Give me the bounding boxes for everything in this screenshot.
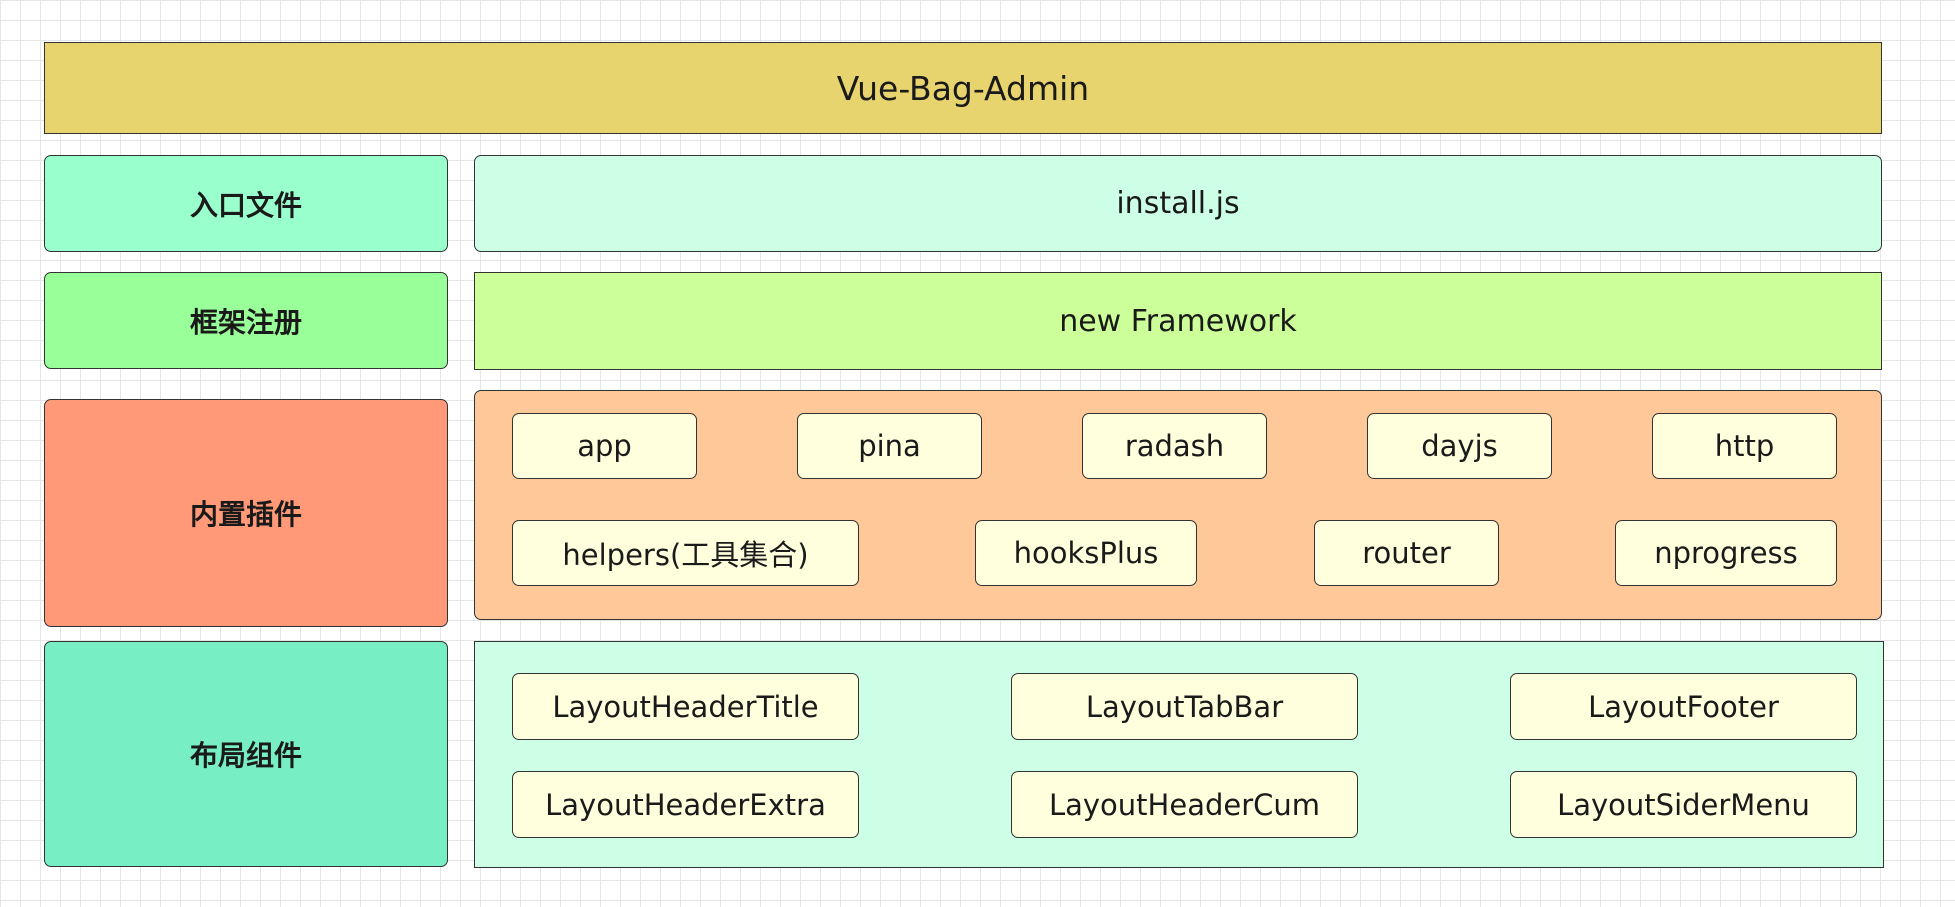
entry-label: 入口文件 [189,188,302,222]
layout-chip-footer: LayoutFooter [1510,673,1857,740]
plugins-label-box: 内置插件 [44,399,448,627]
plugin-chip-router: router [1314,520,1499,586]
plugin-chip-radash: radash [1082,413,1267,479]
plugin-chip-http: http [1652,413,1837,479]
layout-chip-header-extra: LayoutHeaderExtra [512,771,859,838]
plugin-chip-app: app [512,413,697,479]
layout-label: 布局组件 [189,739,302,772]
plugins-label: 内置插件 [189,498,302,531]
plugin-chip-nprogress: nprogress [1615,520,1837,586]
layout-chip-header-cum: LayoutHeaderCum [1011,771,1358,838]
framework-label: 框架注册 [189,305,302,339]
entry-content-box: install.js [474,155,1882,252]
entry-content: install.js [1116,186,1240,221]
framework-content: new Framework [1059,303,1297,339]
layout-label-box: 布局组件 [44,641,448,867]
layout-chip-tabbar: LayoutTabBar [1011,673,1358,740]
layout-chip-header-title: LayoutHeaderTitle [512,673,859,740]
plugin-chip-dayjs: dayjs [1367,413,1552,479]
entry-label-box: 入口文件 [44,155,448,252]
layout-chip-sider-menu: LayoutSiderMenu [1510,771,1857,838]
plugin-chip-pina: pina [797,413,982,479]
plugin-chip-hooksplus: hooksPlus [975,520,1197,586]
framework-content-box: new Framework [474,272,1882,370]
framework-label-box: 框架注册 [44,272,448,369]
plugin-chip-helpers: helpers(工具集合) [512,520,859,586]
diagram-title: Vue-Bag-Admin [836,68,1090,108]
title-bar: Vue-Bag-Admin [44,42,1882,134]
